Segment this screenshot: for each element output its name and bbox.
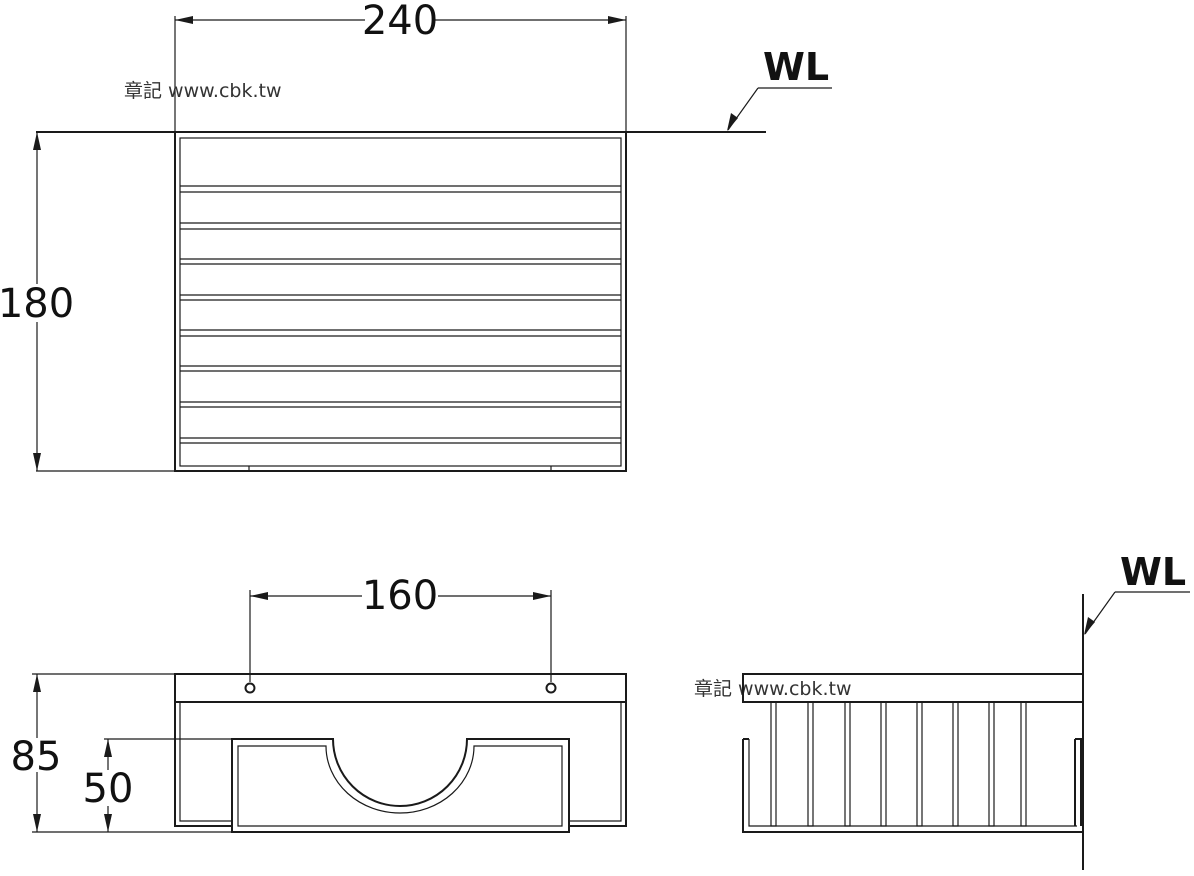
slat: [770, 701, 777, 827]
arrow-240-right: [608, 16, 626, 24]
dim-label-240: 240: [362, 0, 438, 44]
arrow-85-top: [33, 674, 41, 692]
basket-top-inner: [179, 137, 622, 467]
basket-slats: [180, 185, 621, 444]
slat: [844, 701, 851, 827]
dim-label-50: 50: [83, 766, 134, 812]
watermark-side: 章記 www.cbk.tw: [694, 678, 852, 700]
slat: [916, 701, 923, 827]
top-view: 240 WL 章記 www.cbk.tw 180: [0, 0, 832, 472]
wl-label-side: WL: [1120, 550, 1186, 594]
arrow-180-bottom: [33, 453, 41, 471]
wl-arrow-top: [727, 113, 738, 131]
frame-left-inner: [179, 702, 232, 822]
basket-top-outer: [174, 131, 627, 472]
front-panel-outer: [231, 738, 570, 833]
frame-right-outer: [569, 702, 627, 827]
side-slats: [770, 701, 1027, 827]
dim-label-180: 180: [0, 281, 74, 327]
arrow-50-bottom: [104, 814, 112, 832]
side-basket-inner: [748, 739, 1077, 827]
mount-hole-right: [545, 682, 557, 694]
side-back-plate: [742, 673, 1084, 703]
mount-hole-left: [244, 682, 256, 694]
dim-label-160: 160: [362, 573, 438, 619]
wl-label-top: WL: [763, 45, 829, 89]
frame-left-outer: [174, 702, 232, 827]
side-view: WL 章記 www.cbk.tw: [694, 550, 1190, 870]
front-panel-inner: [237, 745, 563, 827]
side-basket-outer: [742, 739, 1083, 833]
slat: [807, 701, 814, 827]
slat: [952, 701, 959, 827]
back-plate: [174, 673, 627, 703]
slat: [1020, 701, 1027, 827]
wl-arrow-side: [1084, 617, 1095, 635]
arrow-160-left: [250, 592, 268, 600]
dim-label-85: 85: [11, 734, 62, 780]
arrow-160-right: [533, 592, 551, 600]
slat: [988, 701, 995, 827]
front-view: 160 85 50: [11, 573, 627, 833]
side-basket-right: [1074, 738, 1082, 826]
arrow-50-top: [104, 739, 112, 757]
slat: [880, 701, 887, 827]
frame-right-inner: [569, 702, 622, 822]
arrow-85-bottom: [33, 814, 41, 832]
arrow-240-left: [175, 16, 193, 24]
watermark-top: 章記 www.cbk.tw: [124, 80, 282, 102]
arrow-180-top: [33, 132, 41, 150]
